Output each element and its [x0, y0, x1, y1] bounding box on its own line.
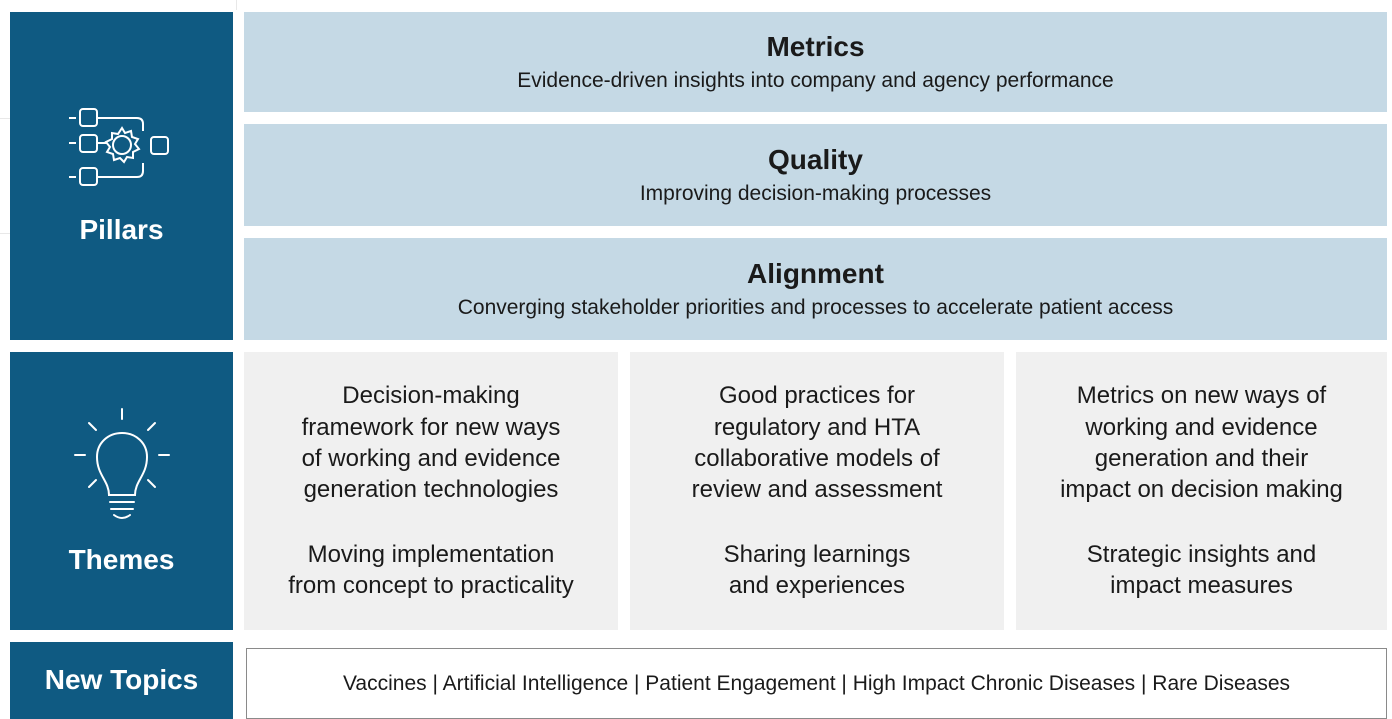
theme-main-text: Metrics on new ways of working and evide…	[1060, 382, 1343, 503]
theme-card-metrics: Metrics on new ways of working and evide…	[1016, 352, 1387, 630]
theme-sub-text: Sharing learnings and experiences	[723, 541, 911, 600]
pillar-title: Alignment	[747, 258, 884, 289]
pillar-alignment: Alignment Converging stakeholder priorit…	[244, 238, 1387, 340]
guide-line	[0, 233, 10, 234]
theme-main-text: Good practices for regulatory and HTA co…	[691, 382, 943, 503]
pillar-subtitle: Evidence-driven insights into company an…	[517, 69, 1114, 92]
new-topics-list: Vaccines | Artificial Intelligence | Pat…	[246, 648, 1387, 719]
theme-card-decision-making: Decision-making framework for new ways o…	[244, 352, 618, 630]
pillars-label: Pillars	[79, 213, 164, 245]
pillar-subtitle: Improving decision-making processes	[639, 182, 992, 205]
pillar-quality: Quality Improving decision-making proces…	[244, 124, 1387, 226]
themes-sidebar: Themes	[10, 352, 233, 630]
new-topics-label: New Topics	[44, 664, 199, 696]
theme-sub-text: Strategic insights and impact measures	[1086, 541, 1317, 600]
theme-card-good-practices: Good practices for regulatory and HTA co…	[630, 352, 1004, 630]
theme-main-text: Decision-making framework for new ways o…	[301, 382, 561, 503]
new-topics-sidebar: New Topics	[10, 642, 233, 719]
process-gear-icon	[68, 107, 169, 186]
pillar-subtitle: Converging stakeholder priorities and pr…	[457, 296, 1174, 319]
pillars-sidebar: Pillars	[10, 12, 233, 340]
pillar-title: Quality	[768, 144, 863, 175]
lightbulb-icon	[73, 407, 170, 519]
guide-line	[0, 118, 10, 119]
pillar-metrics: Metrics Evidence-driven insights into co…	[244, 12, 1387, 112]
theme-sub-text: Moving implementation from concept to pr…	[288, 541, 574, 600]
guide-line	[236, 0, 237, 10]
themes-label: Themes	[68, 543, 175, 575]
pillar-title: Metrics	[766, 31, 865, 62]
